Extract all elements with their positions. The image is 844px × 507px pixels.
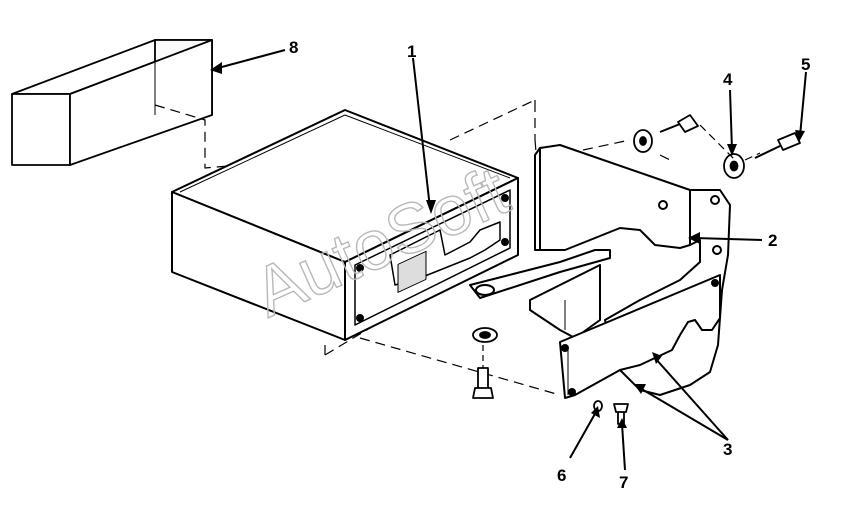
- part-3-plate: [559, 274, 721, 399]
- alignment-outline-radio: [324, 99, 541, 356]
- part-5-screw: [472, 114, 801, 425]
- alignment-line-screw: [699, 124, 761, 161]
- callout-3: 3: [723, 440, 732, 459]
- callout-5: 5: [801, 55, 810, 74]
- part-4-washer: [472, 129, 745, 412]
- leader-lines: [217, 49, 807, 471]
- alignment-line-sleeve: [154, 104, 241, 169]
- alignment-line-washer: [582, 139, 671, 161]
- leader-arrowheads: [210, 62, 805, 428]
- callout-2: 2: [768, 231, 777, 250]
- alignment-line-bolt: [359, 337, 561, 396]
- callout-8: 8: [289, 38, 298, 57]
- callout-6: 6: [557, 466, 566, 485]
- part-1-radio-unit: [171, 109, 519, 341]
- callout-7: 7: [619, 473, 628, 492]
- part-8-sleeve: [11, 39, 213, 166]
- callout-1: 1: [407, 42, 416, 61]
- callout-4: 4: [723, 70, 733, 89]
